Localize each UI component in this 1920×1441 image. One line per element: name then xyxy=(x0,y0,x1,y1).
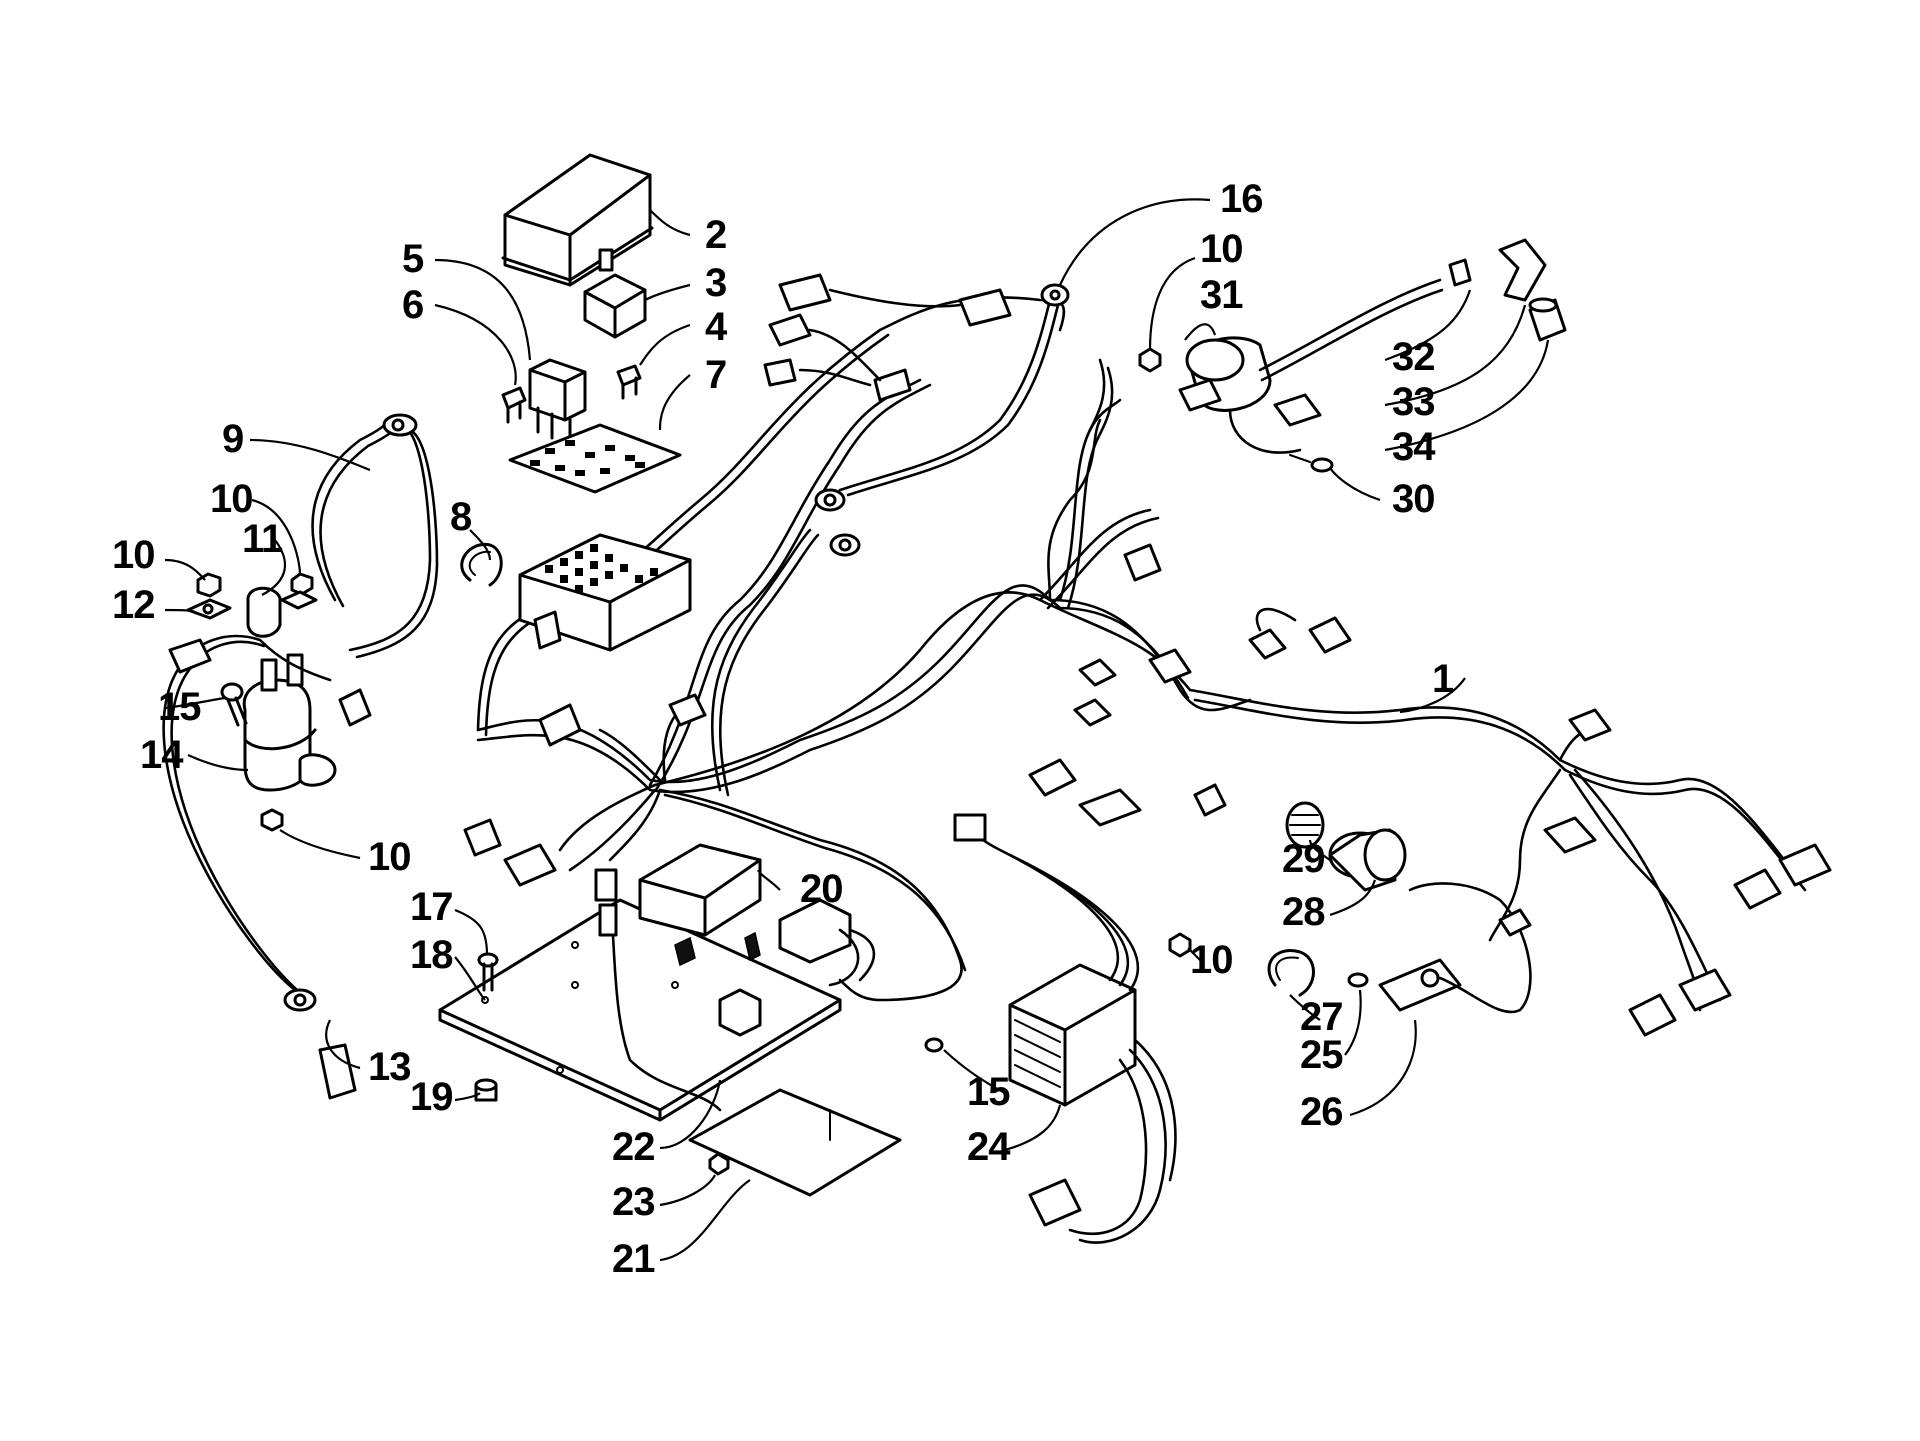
callout-10-coil: 10 xyxy=(1200,227,1243,271)
boot-29 xyxy=(1285,801,1325,849)
battery-cable-9 xyxy=(311,413,439,659)
nut-23 xyxy=(708,1152,730,1176)
clip-27 xyxy=(1267,949,1315,997)
callout-4: 4 xyxy=(705,305,728,349)
callout-2: 2 xyxy=(705,213,726,257)
callout-labels: 1 2 3 4 5 6 7 8 9 10 10 10 10 10 11 12 1… xyxy=(112,177,1455,1281)
ring-terminal-b xyxy=(829,533,861,557)
right-connectors xyxy=(1498,708,1832,1037)
callout-11: 11 xyxy=(242,517,283,561)
callout-34: 34 xyxy=(1392,425,1436,469)
callout-31: 31 xyxy=(1200,273,1243,317)
callout-26: 26 xyxy=(1300,1090,1343,1134)
sleeve-32 xyxy=(1448,258,1472,287)
callout-30: 30 xyxy=(1392,477,1435,521)
switch-28 xyxy=(1328,828,1407,892)
terminal-cap-11 xyxy=(246,586,282,638)
callout-16: 16 xyxy=(1220,177,1263,221)
screw-30 xyxy=(1289,454,1334,473)
voltage-regulator-24 xyxy=(953,813,1177,1244)
bushing-19 xyxy=(474,1078,498,1102)
boot-34 xyxy=(1528,297,1567,342)
callout-33: 33 xyxy=(1392,380,1435,424)
callout-3: 3 xyxy=(705,261,726,305)
callout-8: 8 xyxy=(450,495,472,539)
callout-18: 18 xyxy=(410,933,453,977)
ring-terminal-a xyxy=(814,488,846,512)
leader-lines xyxy=(164,198,1550,1262)
callout-14: 14 xyxy=(140,733,184,777)
decal-21 xyxy=(688,1088,902,1197)
screw-15b xyxy=(924,1037,944,1053)
hex-nut-10b xyxy=(280,572,318,610)
callout-12: 12 xyxy=(112,583,155,627)
hex-nut-10d xyxy=(1168,932,1192,958)
relay-5 xyxy=(528,358,587,442)
bolt-15a xyxy=(220,682,248,727)
sensor-bracket-26 xyxy=(1378,882,1532,1014)
callout-28: 28 xyxy=(1282,890,1325,934)
fuse-block xyxy=(518,533,692,652)
mid-connectors xyxy=(1028,393,1352,827)
callout-20: 20 xyxy=(800,867,843,911)
callout-13: 13 xyxy=(368,1045,411,1089)
battery-cable-13 xyxy=(162,634,357,1100)
callout-21: 21 xyxy=(612,1237,655,1281)
fuse-6 xyxy=(501,386,527,424)
spark-plug-cap-33 xyxy=(1498,238,1547,302)
callout-24: 24 xyxy=(967,1125,1011,1169)
callout-23: 23 xyxy=(612,1180,655,1224)
callout-10-left: 10 xyxy=(112,533,155,577)
callout-25: 25 xyxy=(1300,1033,1343,1077)
top-connectors xyxy=(763,273,1012,402)
callout-15-solenoid: 15 xyxy=(158,685,201,729)
callout-17: 17 xyxy=(410,885,453,929)
callout-5: 5 xyxy=(402,237,424,281)
ring-terminal-16 xyxy=(1040,283,1070,307)
callout-22: 22 xyxy=(612,1125,655,1169)
mounting-plate-18 xyxy=(438,898,842,1122)
screw-25 xyxy=(1347,972,1369,988)
callout-7: 7 xyxy=(705,353,726,397)
circuit-board-7 xyxy=(508,423,682,494)
left-connectors xyxy=(338,688,707,887)
callout-1: 1 xyxy=(1432,657,1454,701)
fuse-box-cover xyxy=(501,153,654,287)
ecu-module-20 xyxy=(638,843,762,937)
callout-6: 6 xyxy=(402,283,423,327)
fuse-4 xyxy=(616,364,642,400)
callout-10-regulator: 10 xyxy=(1190,938,1233,982)
starter-solenoid-14 xyxy=(242,653,337,792)
callout-10-lower: 10 xyxy=(368,835,411,879)
ecu-connector xyxy=(778,898,876,987)
callout-9: 9 xyxy=(222,417,243,461)
washer-12 xyxy=(186,598,232,620)
callout-10-upper: 10 xyxy=(210,477,253,521)
hex-nut-10e xyxy=(1138,347,1162,373)
hex-nut-10c xyxy=(260,808,284,832)
callout-32: 32 xyxy=(1392,335,1435,379)
callout-15-regulator: 15 xyxy=(967,1070,1010,1114)
relay-3 xyxy=(583,273,647,339)
plate-bracket xyxy=(674,931,762,1037)
clip-8 xyxy=(460,542,503,587)
ignition-coil-31 xyxy=(1178,278,1444,454)
ground-strap-22 xyxy=(594,868,722,1112)
callout-29: 29 xyxy=(1282,837,1325,881)
screw-17 xyxy=(477,952,499,992)
callout-27: 27 xyxy=(1300,995,1343,1039)
callout-19: 19 xyxy=(410,1075,453,1119)
main-wiring-harness xyxy=(476,296,1807,1012)
